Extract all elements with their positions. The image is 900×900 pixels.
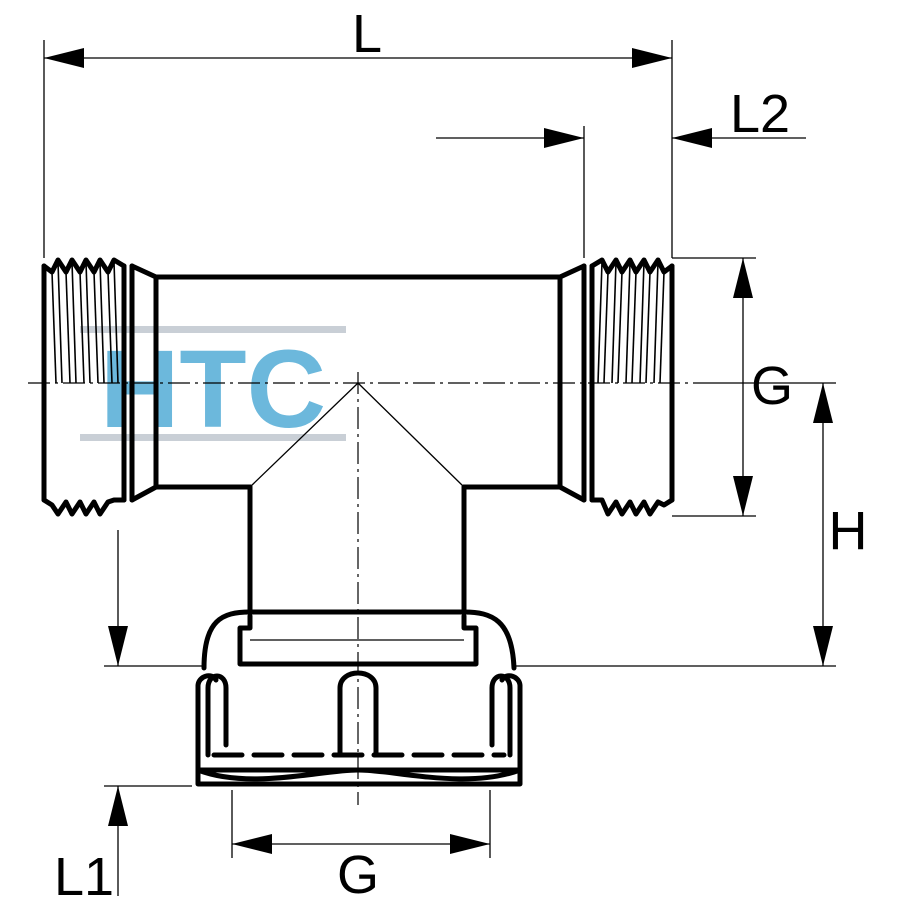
- nut-dome: [201, 609, 517, 671]
- right-threaded-end: [557, 257, 675, 517]
- right-thread-lines: [597, 261, 665, 384]
- G-bottom-arrow-left: [232, 834, 272, 854]
- dimension-side-length: L2: [436, 84, 806, 258]
- L2-arrow-right: [672, 128, 712, 148]
- G-arrow-top: [733, 258, 753, 298]
- label-L1: L1: [54, 847, 114, 900]
- L-arrow-left: [44, 48, 84, 68]
- internal-cone-right: [357, 382, 465, 488]
- nut-flat-right: [489, 673, 513, 758]
- left-thread-crests-bottom: [41, 497, 127, 517]
- nut-inner-recess: [237, 613, 479, 667]
- bottom-union-nut: [195, 609, 523, 787]
- nut-flat-centre: [337, 670, 379, 758]
- L2-arrow-left: [544, 128, 584, 148]
- label-L: L: [352, 4, 382, 64]
- L1-arrow-top: [108, 626, 128, 666]
- nut-corner-right: [499, 673, 523, 689]
- right-thread-crests-top: [589, 257, 675, 275]
- watermark: HTC: [80, 326, 346, 451]
- dimension-height: H: [514, 382, 868, 667]
- label-L2: L2: [730, 84, 790, 144]
- nut-base-curve: [195, 767, 523, 782]
- left-threaded-end: [41, 257, 159, 517]
- nut-hex-body: [195, 683, 523, 787]
- H-arrow-top: [813, 383, 833, 423]
- tee-body: [153, 274, 563, 615]
- label-G-right: G: [751, 356, 793, 416]
- dimension-nut-length: L1: [54, 530, 204, 900]
- dimension-branch-thread: G: [672, 257, 793, 517]
- nut-flat-left: [205, 673, 229, 758]
- L-arrow-right: [632, 48, 672, 68]
- internal-cone-left: [249, 382, 359, 488]
- watermark-bar-bottom: [80, 434, 346, 441]
- label-G-bottom: G: [337, 845, 379, 900]
- dimension-bottom-thread: G: [231, 790, 491, 900]
- G-bottom-arrow-right: [450, 834, 490, 854]
- centre-lines: [28, 372, 700, 805]
- left-thread-crests-top: [41, 257, 127, 275]
- label-H: H: [829, 501, 868, 561]
- watermark-bar-top: [80, 326, 346, 333]
- nut-corner-left: [195, 673, 219, 689]
- H-arrow-bottom: [813, 626, 833, 666]
- L1-arrow-bottom: [108, 786, 128, 826]
- G-arrow-bottom: [733, 476, 753, 516]
- right-thread-crests-bottom: [589, 497, 675, 517]
- left-thread-lines: [51, 261, 119, 384]
- dimension-overall-length: L: [43, 4, 673, 258]
- watermark-text: HTC: [100, 328, 326, 451]
